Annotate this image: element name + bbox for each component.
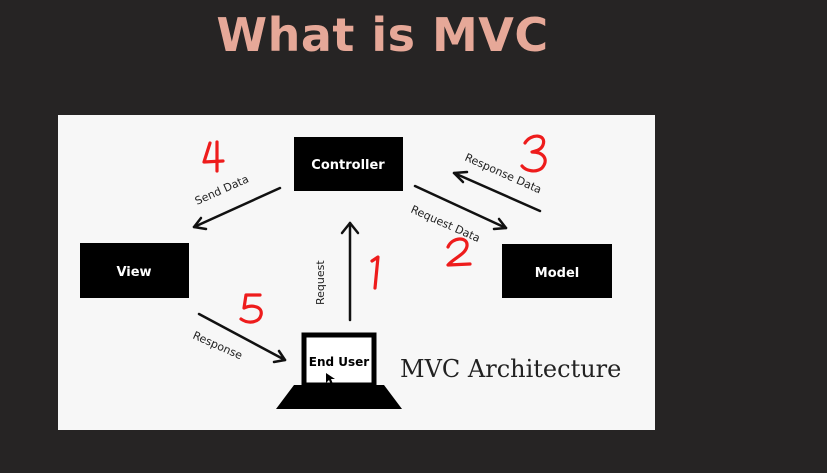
annotation-5 [239,293,263,324]
mvc-diagram: Controller View Model End User MVC Archi… [80,134,621,409]
request-data-label: Request Data [409,203,482,245]
annotation-1 [370,255,380,290]
view-label: View [116,265,151,280]
model-label: Model [535,266,579,281]
annotation-2 [446,237,472,267]
request-label: Request [314,260,327,305]
end-user-label: End User [309,355,370,369]
slide-title: What is MVC [216,8,549,62]
model-box [502,244,612,298]
send-data-arrow [192,186,282,231]
response-data-label: Response Data [463,151,544,196]
response-arrow [197,312,287,364]
view-box [80,243,189,298]
diagram-caption: MVC Architecture [400,355,621,383]
laptop-icon [276,332,402,409]
send-data-label: Send Data [193,172,251,207]
annotation-4 [202,140,225,173]
mvc-diagram-panel: Controller View Model End User MVC Archi… [58,115,655,430]
annotation-3 [520,134,547,173]
controller-box [294,137,403,191]
request-arrow [340,221,360,322]
request-data-arrow [413,184,508,231]
controller-label: Controller [311,158,385,173]
response-data-arrow [452,170,542,213]
cursor-icon [326,373,335,385]
